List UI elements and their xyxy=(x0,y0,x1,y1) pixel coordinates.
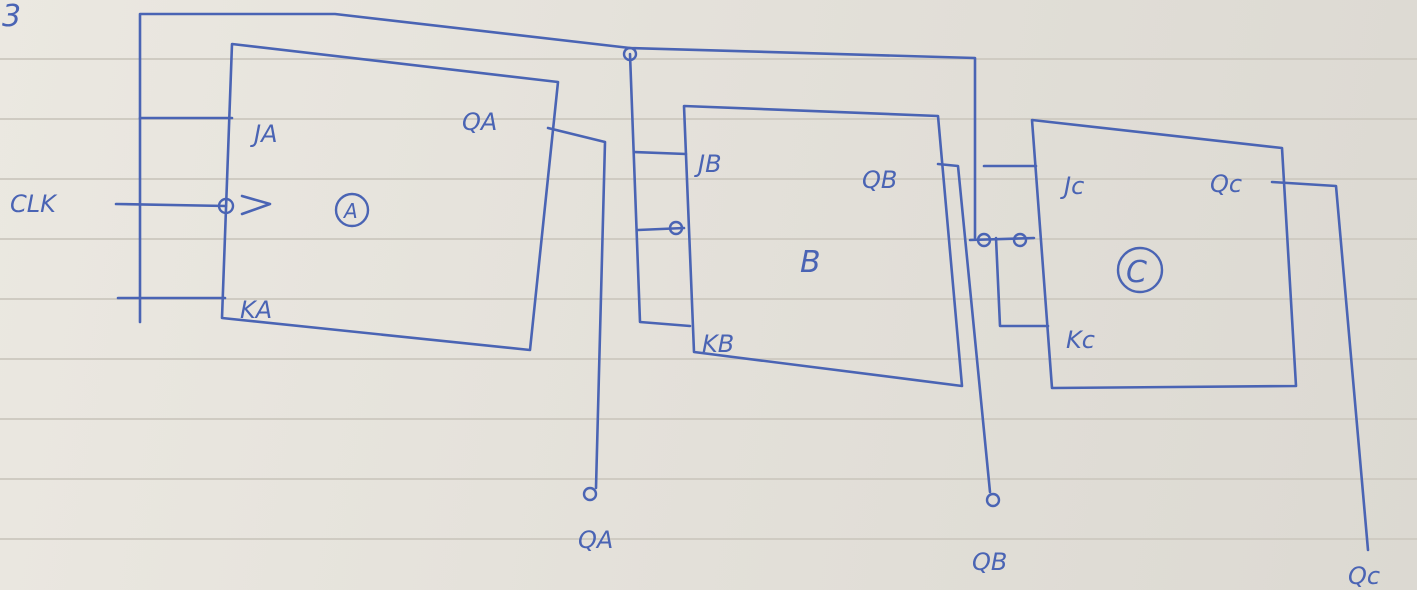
flipflop-c-box xyxy=(1030,118,1298,390)
top-feedback-wire xyxy=(138,12,977,324)
flipflop-a-k-label: KA xyxy=(240,296,272,324)
clk-wire xyxy=(114,202,228,208)
flipflop-b-left-bus xyxy=(628,52,692,328)
qb-output-dot xyxy=(985,492,1001,508)
flipflop-b-j-label: JB xyxy=(694,150,722,178)
flipflop-c-j-label: Jc xyxy=(1060,172,1084,200)
flipflop-c-q-label: Qc xyxy=(1210,170,1242,198)
flipflop-b-box xyxy=(682,104,964,388)
corner-mark: 3 xyxy=(2,0,21,34)
flipflop-c-k-wire xyxy=(994,236,1050,328)
flipflop-a-q-wire xyxy=(546,126,607,490)
output-label-qb: QB xyxy=(972,548,1007,576)
flipflop-b-q-wire xyxy=(936,162,992,494)
flipflop-c-name-circle xyxy=(1116,246,1164,294)
flipflop-c-k-label: Kc xyxy=(1066,326,1095,354)
flipflop-b-j-wire xyxy=(632,150,688,156)
qa-output-dot xyxy=(582,486,598,502)
flipflop-b-name: B xyxy=(800,245,821,280)
clk-label: CLK xyxy=(10,190,58,218)
flipflop-b-clock-bubble xyxy=(668,220,684,236)
flipflop-a-clock-bubble xyxy=(217,197,235,215)
flipflop-c-clock-wire xyxy=(968,236,1036,242)
flipflop-a-q-label: QA xyxy=(462,108,497,136)
flipflop-c-name: C xyxy=(1126,255,1147,290)
flipflop-c-clock-junction xyxy=(976,232,992,248)
output-label-qa: QA xyxy=(578,526,613,554)
flipflop-a-j-label: JA xyxy=(250,120,278,148)
flipflop-c-clock-bubble xyxy=(1012,232,1028,248)
flipflop-a-name-circle xyxy=(334,192,370,228)
flipflop-a-box xyxy=(220,42,560,352)
flipflop-b-q-label: QB xyxy=(862,166,897,194)
flipflop-a-name: A xyxy=(342,199,358,223)
flipflop-b-clock-wire xyxy=(636,226,686,232)
flipflop-a-clock-triangle xyxy=(240,194,272,216)
flipflop-b-k-label: KB xyxy=(702,330,734,358)
flipflop-c-q-wire xyxy=(1270,180,1370,552)
output-label-qc: Qc xyxy=(1348,562,1380,590)
